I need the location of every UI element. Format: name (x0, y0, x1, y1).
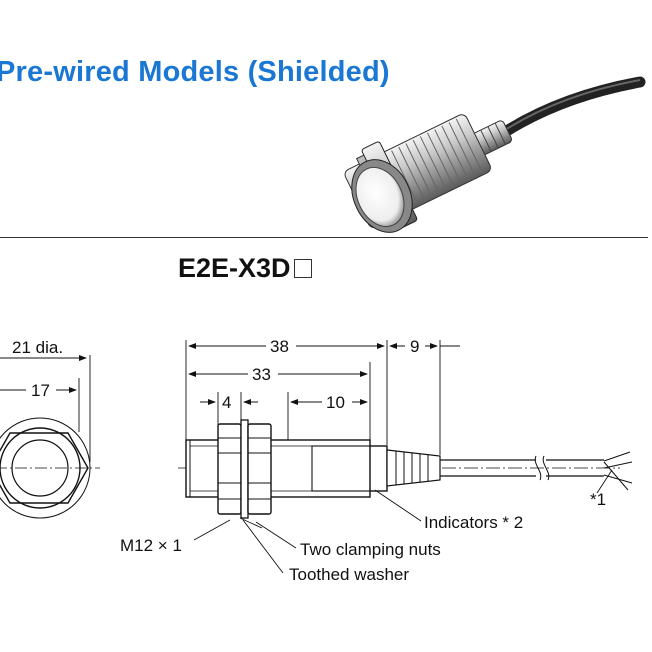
dim-body-length: 33 (252, 365, 271, 384)
dim-nut-thickness: 4 (222, 393, 231, 412)
label-washer: Toothed washer (289, 565, 409, 584)
label-note1: *1 (590, 490, 606, 509)
label-thread: M12 × 1 (120, 536, 182, 555)
model-suffix-box-icon (293, 259, 312, 278)
dim-width-across-flats: 17 (31, 381, 50, 400)
dim-diameter: 21 dia. (12, 338, 63, 357)
model-name: E2E-X3D (178, 253, 291, 283)
dim-indicator-window: 10 (326, 393, 345, 412)
dim-cable-relief: 9 (410, 337, 419, 356)
dim-overall-length: 38 (270, 337, 289, 356)
label-indicators: Indicators * 2 (424, 513, 523, 532)
section-divider (0, 237, 648, 238)
hex-nut-front-view (0, 417, 100, 519)
model-heading: E2E-X3D (178, 253, 312, 284)
section-title: Pre-wired Models (Shielded) (0, 56, 390, 88)
sensor-side-view (178, 419, 633, 519)
label-clamping-nuts: Two clamping nuts (300, 540, 441, 559)
